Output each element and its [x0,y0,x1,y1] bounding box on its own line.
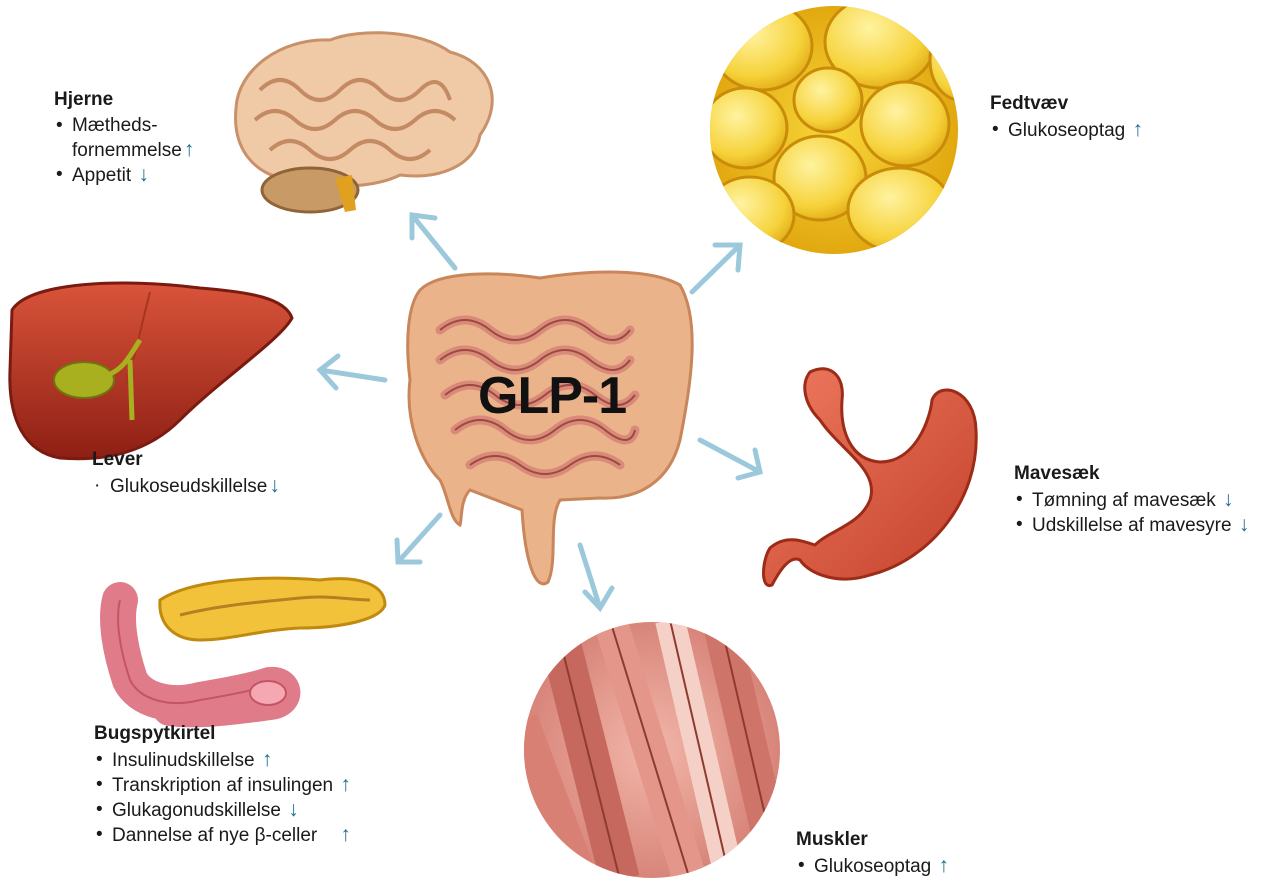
arrow-to-pancreas [397,515,440,562]
fat-title: Fedtvæv [990,92,1143,116]
up-arrow-icon: ↑ [340,823,351,847]
arrow-to-liver [320,356,385,388]
pancreas-item-beta-cells-text: Dannelse af nye β-celler [112,825,317,846]
brain-item-satiety: Mætheds- fornemmelse↑ [54,114,194,163]
down-arrow-icon: ↓ [1223,488,1234,512]
arrow-to-stomach [700,440,760,478]
stomach-label: Mavesæk Tømning af mavesæk ↓ Udskillelse… [1014,462,1249,538]
up-arrow-icon: ↑ [1133,118,1144,142]
brain-item-appetite: Appetit ↓ [54,163,194,188]
glp1-title: GLP-1 [478,366,626,426]
pancreas-item-insulin-text: Insulinudskillelse [112,750,255,771]
arrow-to-brain [412,215,455,268]
brain-item-satiety-line1: Mætheds- [72,115,158,136]
pancreas-item-transcription-text: Transkription af insulingen [112,775,333,796]
brain-item-appetite-text: Appetit [72,165,131,186]
stomach-item-acid: Udskillelse af mavesyre ↓ [1014,513,1249,538]
pancreas-item-glucagon-text: Glukagonudskillelse [112,800,281,821]
pancreas-item-transcription: Transkription af insulingen ↑ [94,773,351,798]
stomach-item-acid-text: Udskillelse af mavesyre [1032,515,1232,536]
stomach-title: Mavesæk [1014,462,1249,486]
fat-label: Fedtvæv Glukoseoptag ↑ [990,92,1143,143]
up-arrow-icon: ↑ [340,773,351,797]
liver-item-glucose: Glukoseudskillelse↓ [92,474,280,499]
up-arrow-icon: ↑ [262,748,273,772]
stomach-item-emptying-text: Tømning af mavesæk [1032,490,1216,511]
up-arrow-icon: ↑ [939,854,950,878]
up-arrow-icon: ↑ [184,138,195,162]
fat-item-glucose: Glukoseoptag ↑ [990,118,1143,143]
muscle-image [520,620,780,880]
brain-image [236,33,493,212]
pancreas-item-insulin: Insulinudskillelse ↑ [94,748,351,773]
brain-label: Hjerne Mætheds- fornemmelse↑ Appetit ↓ [54,88,194,188]
pancreas-image [118,578,385,709]
pancreas-title: Bugspytkirtel [94,722,351,746]
down-arrow-icon: ↓ [138,163,149,187]
liver-label: Lever Glukoseudskillelse↓ [92,448,280,499]
intestine-image [408,272,692,584]
fat-item-glucose-text: Glukoseoptag [1008,120,1125,141]
brain-title: Hjerne [54,88,194,112]
muscle-label: Muskler Glukoseoptag ↑ [796,828,949,879]
pancreas-item-beta-cells: Dannelse af nye β-celler ↑ [94,823,351,848]
pancreas-label: Bugspytkirtel Insulinudskillelse ↑ Trans… [94,722,351,848]
liver-image [10,283,292,459]
fat-tissue-image [703,0,990,254]
brain-item-satiety-line2: fornemmelse [72,140,182,161]
down-arrow-icon: ↓ [1239,513,1250,537]
stomach-image [764,369,977,586]
liver-title: Lever [92,448,280,472]
arrow-to-muscle [580,545,612,608]
muscle-title: Muskler [796,828,949,852]
liver-item-glucose-text: Glukoseudskillelse [110,476,267,497]
muscle-item-glucose: Glukoseoptag ↑ [796,854,949,879]
down-arrow-icon: ↓ [269,474,280,498]
stomach-item-emptying: Tømning af mavesæk ↓ [1014,488,1249,513]
muscle-item-glucose-text: Glukoseoptag [814,856,931,877]
arrow-to-fat [692,245,740,292]
pancreas-item-glucagon: Glukagonudskillelse ↓ [94,798,351,823]
down-arrow-icon: ↓ [288,798,299,822]
